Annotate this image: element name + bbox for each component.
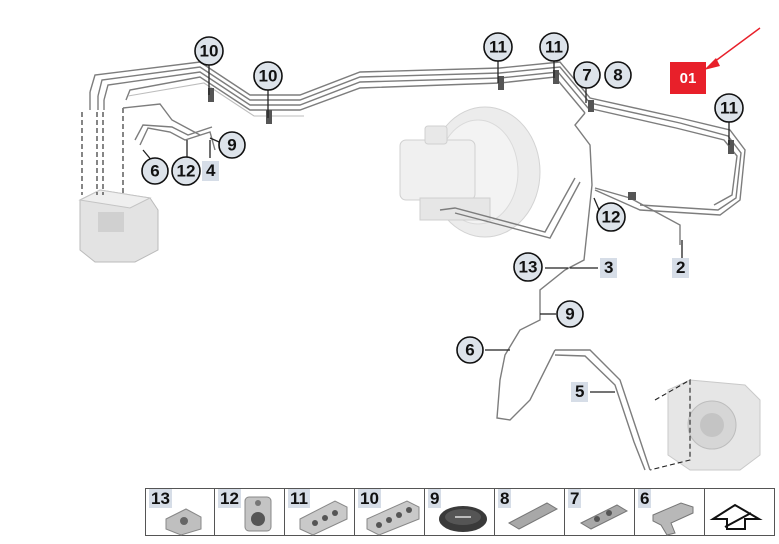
diagram-arrow-icon <box>709 503 763 530</box>
part-cell-7[interactable]: 7 <box>565 488 635 536</box>
part-number: 10 <box>358 489 381 508</box>
round-grommet-icon <box>439 506 487 532</box>
callout-11b[interactable]: 11 <box>539 32 569 62</box>
mounting-bracket-icon <box>652 502 694 536</box>
bracket-clip-icon <box>165 508 202 536</box>
svg-text:9: 9 <box>565 305 574 324</box>
part-cell-9[interactable]: 9 <box>425 488 495 536</box>
svg-text:7: 7 <box>582 66 591 85</box>
cover-plate-icon <box>507 502 559 530</box>
part-cell-11[interactable]: 11 <box>285 488 355 536</box>
part-number: 7 <box>568 489 582 508</box>
quad-pipe-clip-icon <box>366 500 420 536</box>
part-number: 9 <box>428 489 442 508</box>
part-number: 13 <box>149 489 172 508</box>
label-4[interactable]: 4 <box>202 161 220 181</box>
label-2[interactable]: 2 <box>672 258 690 278</box>
svg-text:12: 12 <box>602 208 621 227</box>
caliper-dashed-line <box>649 379 691 471</box>
svg-text:11: 11 <box>545 38 563 57</box>
svg-text:10: 10 <box>259 67 278 86</box>
part-number: 6 <box>638 489 652 508</box>
callout-12a[interactable]: 12 <box>171 156 201 186</box>
callout-11c[interactable]: 11 <box>714 93 744 123</box>
part-cell-6[interactable]: 6 <box>635 488 705 536</box>
brake-caliper <box>667 379 761 471</box>
svg-text:11: 11 <box>489 38 507 57</box>
callout-6a[interactable]: 6 <box>141 157 169 185</box>
svg-text:9: 9 <box>227 136 236 155</box>
grommet-clip-icon <box>244 496 272 532</box>
part-cell-13[interactable]: 13 <box>145 488 215 536</box>
abs-unit <box>78 189 159 263</box>
svg-text:6: 6 <box>150 162 159 181</box>
callout-8[interactable]: 8 <box>604 61 632 89</box>
part-number: 8 <box>498 489 512 508</box>
callout-9a[interactable]: 9 <box>218 131 246 159</box>
part-number: 11 <box>288 489 310 508</box>
svg-text:13: 13 <box>519 258 538 277</box>
callout-12b[interactable]: 12 <box>596 202 626 232</box>
highlight-arrow <box>704 27 761 70</box>
callout-7[interactable]: 7 <box>573 61 601 89</box>
part-number: 12 <box>218 489 241 508</box>
callout-10a[interactable]: 10 <box>194 36 224 66</box>
part-cell-8[interactable]: 8 <box>495 488 565 536</box>
pipe-clips <box>208 70 734 200</box>
callout-11a[interactable]: 11 <box>483 32 513 62</box>
abs-dashed-lines <box>81 108 124 195</box>
svg-text:12: 12 <box>177 162 196 181</box>
callout-13[interactable]: 13 <box>513 252 543 282</box>
triple-pipe-clip-icon <box>299 500 348 536</box>
part-cell-arrow[interactable] <box>705 488 775 536</box>
callout-9b[interactable]: 9 <box>556 300 584 328</box>
pipe-bundle <box>89 61 746 471</box>
label-5[interactable]: 5 <box>571 382 589 402</box>
callout-6b[interactable]: 6 <box>456 336 484 364</box>
brake-booster <box>399 106 541 238</box>
label-3[interactable]: 3 <box>600 258 618 278</box>
double-clip-icon <box>579 504 629 530</box>
part-cell-12[interactable]: 12 <box>215 488 285 536</box>
svg-text:10: 10 <box>200 42 219 61</box>
svg-text:6: 6 <box>465 341 474 360</box>
svg-text:8: 8 <box>613 66 622 85</box>
callout-10b[interactable]: 10 <box>253 61 283 91</box>
highlight-label[interactable]: 01 <box>670 62 706 94</box>
parts-strip: 13 12 11 10 9 8 7 6 <box>145 488 778 538</box>
part-cell-10[interactable]: 10 <box>355 488 425 536</box>
svg-text:11: 11 <box>720 99 738 118</box>
